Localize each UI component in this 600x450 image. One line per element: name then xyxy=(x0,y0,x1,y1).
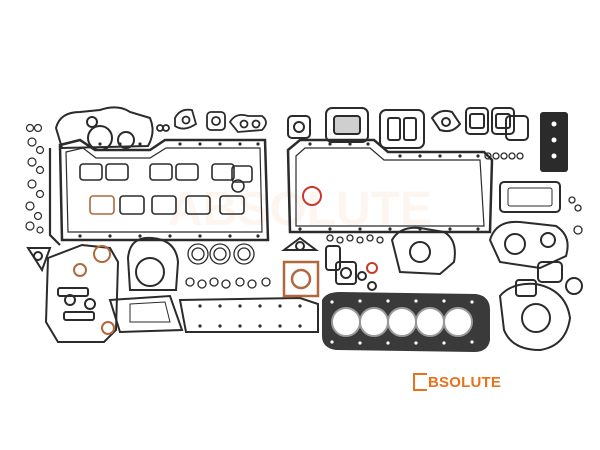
o-rings-right-column xyxy=(484,152,583,235)
bolt-holes-left-pan xyxy=(78,142,260,238)
side-strip-gasket xyxy=(48,148,61,246)
bolt-holes-right-pan xyxy=(298,142,480,231)
o-rings-left-column xyxy=(25,123,45,234)
copper-gaskets-mid xyxy=(282,260,320,298)
front-cover-gasket xyxy=(44,243,120,343)
small-flange-gaskets-top xyxy=(156,108,267,133)
oil-cooler-gasket xyxy=(390,226,456,276)
rear-housing-gasket xyxy=(498,282,572,352)
brand-logo: BSOLUTE xyxy=(413,371,501,393)
bolt-holes-center xyxy=(198,304,302,328)
o-rings-center-row xyxy=(185,243,271,289)
o-rings-middle xyxy=(326,234,384,244)
small-gaskets-lower-right xyxy=(515,261,583,297)
triangle-flange-gasket xyxy=(26,247,52,273)
round-pump-gasket xyxy=(126,236,180,291)
small-gaskets-mid xyxy=(281,236,377,291)
cylinder-head-gasket xyxy=(322,292,490,352)
side-plate-gasket-right xyxy=(499,181,561,213)
timing-cover-gasket xyxy=(54,106,154,151)
oil-pan-gasket-right xyxy=(286,138,494,234)
lower-cover-gasket xyxy=(108,294,184,334)
valve-cover-gasket-center xyxy=(178,296,319,333)
flywheel-housing-gasket xyxy=(488,220,569,270)
bracket-a-logo-icon xyxy=(413,373,427,391)
rocker-plate-gaskets xyxy=(287,107,425,149)
watermark-text: ABSOLUTE xyxy=(168,183,432,236)
copper-seal-rings xyxy=(93,245,115,335)
graphite-plate-gasket xyxy=(540,112,568,172)
manifold-port-gaskets xyxy=(79,163,253,215)
red-o-rings xyxy=(302,186,378,274)
brand-name: BSOLUTE xyxy=(428,373,502,391)
oil-pan-gasket-left xyxy=(58,138,270,242)
small-gaskets-top-right xyxy=(430,107,529,141)
